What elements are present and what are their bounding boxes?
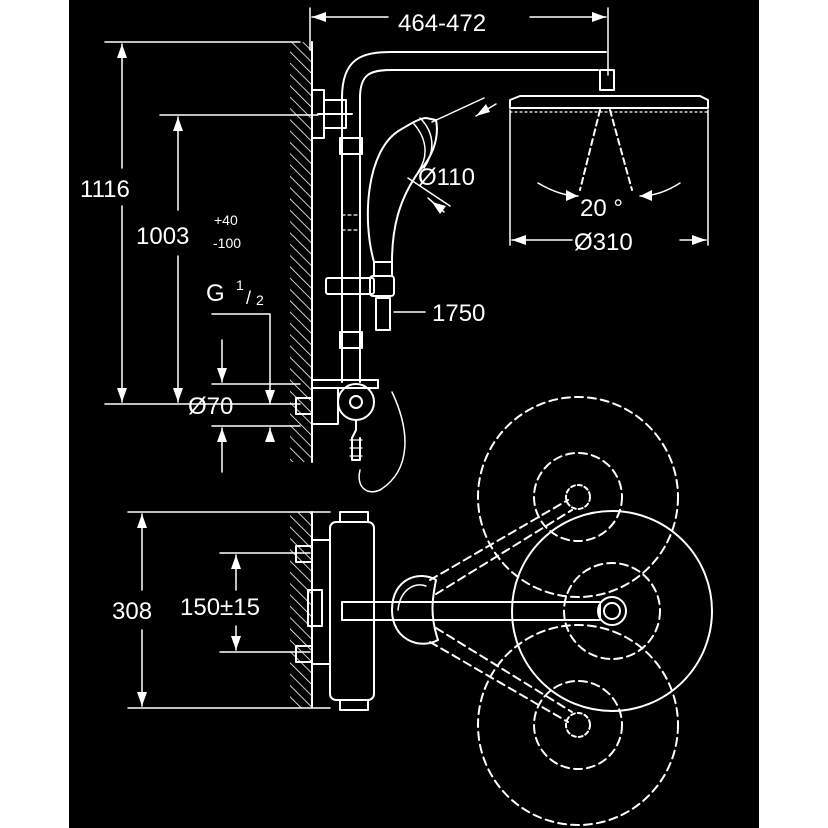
label-hose-length: 1750 [432, 300, 485, 327]
thermostat-side [295, 379, 406, 493]
dimension-d70 [211, 339, 301, 473]
label-diameter-310: Ø310 [574, 229, 633, 256]
technical-drawing: 464-472 1116 1003 +40 -100 G 1 / 2 Ø70 Ø… [69, 0, 759, 828]
slider [325, 275, 426, 331]
label-arm-height: 1003 [136, 223, 189, 250]
head-shower-plan [429, 396, 713, 826]
label-top-width: 464-472 [398, 10, 486, 37]
label-diameter-70: Ø70 [188, 393, 233, 420]
label-thread-num: 1 [236, 277, 244, 293]
label-angle: 20 ° [580, 195, 623, 222]
label-total-height: 1116 [80, 176, 130, 203]
thread-leader [211, 313, 275, 405]
wall-bracket-top [311, 89, 353, 139]
thread-slash: / [246, 288, 251, 308]
riser-pipe [339, 51, 607, 383]
dimension-1003 [159, 114, 319, 403]
head-shower-side [509, 69, 709, 246]
dimension-464-472 [309, 7, 609, 76]
dimension-1116 [104, 41, 301, 405]
shower-arm-plan [341, 575, 627, 645]
label-arm-tol-plus: +40 [214, 212, 238, 228]
label-spacing: 150±15 [180, 594, 260, 621]
hand-shower [366, 97, 497, 277]
label-arm-tol-minus: -100 [213, 235, 241, 251]
label-height-308: 308 [112, 598, 152, 625]
label-thread: G [206, 280, 225, 307]
dimension-308 [127, 511, 331, 709]
label-diameter-110: Ø110 [418, 164, 475, 191]
thermostat-plan [295, 511, 375, 711]
drawing-svg: 464-472 1116 1003 +40 -100 G 1 / 2 Ø70 Ø… [80, 7, 713, 826]
label-thread-den: 2 [256, 292, 264, 308]
